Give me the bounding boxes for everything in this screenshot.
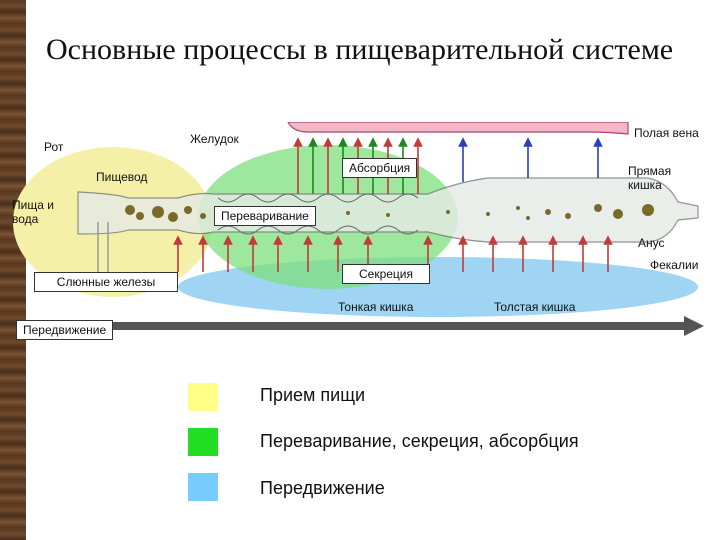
label-absorption: Абсорбция [342,158,418,178]
movement-arrowhead [684,316,704,336]
movement-arrow [16,322,688,330]
label-esophagus: Пищевод [96,170,148,184]
legend-label-digestion: Переваривание, секреция, абсорбция [260,431,579,451]
legend-swatch-digestion [188,428,218,456]
label-digestion: Переваривание [214,206,316,226]
label-food-water: Пища и вода [12,198,54,226]
legend-label-movement: Передвижение [260,478,385,498]
page-title: Основные процессы в пищеварительной сист… [46,33,674,66]
intestine-wall-top [217,193,419,203]
legend-label-intake: Прием пищи [260,385,366,405]
salivary-duct [97,222,109,272]
label-feces: Фекалии [650,258,699,272]
digestive-tract [77,177,699,243]
vena-cava [287,121,629,135]
legend-swatch-intake [188,383,218,411]
label-small-intestine: Тонкая кишка [338,300,414,314]
label-mouth: Рот [44,140,64,154]
label-movement: Передвижение [16,320,114,340]
digestive-diagram: Рот Желудок Полая вена Пищевод Абсорбция… [8,121,712,354]
diagram-graphic [13,121,704,336]
label-anus: Анус [638,236,665,250]
label-vena: Полая вена [634,126,699,140]
label-secretion: Секреция [342,264,430,284]
decorative-border [0,0,26,540]
absorption-blue-arrows [458,137,603,182]
label-stomach: Желудок [190,132,239,146]
label-large-intestine: Толстая кишка [494,300,576,314]
legend-swatch-movement [188,473,218,501]
label-rectum: Прямая кишка [628,164,672,192]
label-salivary-glands: Слюнные железы [34,272,178,292]
intestine-wall-bottom [217,225,419,235]
